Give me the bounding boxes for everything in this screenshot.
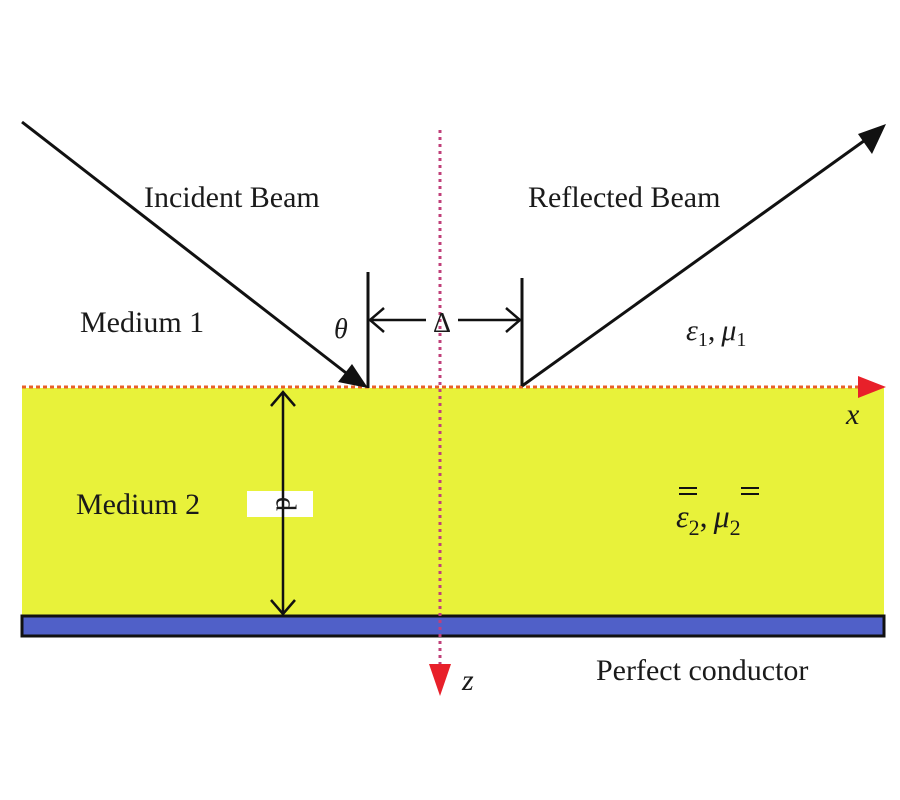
reflected-beam-arrow: [521, 136, 869, 388]
theta-label: θ: [334, 314, 348, 345]
medium2-slab: [22, 388, 884, 616]
medium1-label: Medium 1: [80, 306, 204, 339]
z-axis-label: z: [461, 664, 474, 697]
medium2-label: Medium 2: [76, 488, 200, 521]
shift-arrowhead-right: [505, 307, 522, 333]
svg-text:ε2,μ2: ε2,μ2: [676, 498, 741, 540]
x-axis-arrowhead: [858, 376, 886, 398]
medium1-parameters: ε1,μ1: [686, 314, 746, 351]
perfect-conductor-layer: [20, 614, 886, 638]
medium2-parameters: ε2,μ2: [676, 487, 759, 540]
thickness-arrowhead-top: [270, 390, 296, 407]
thickness-arrowhead-bottom: [270, 599, 296, 616]
x-axis-label: x: [845, 398, 860, 431]
thickness-label-box: [247, 491, 313, 517]
incident-beam-arrow: [21, 120, 351, 378]
delta-label: Δ: [433, 308, 451, 339]
perfect-conductor-label: Perfect conductor: [596, 654, 808, 687]
svg-text:ε1,μ1: ε1,μ1: [686, 314, 746, 351]
shift-arrowhead-left: [368, 307, 385, 333]
thickness-label: d: [270, 497, 301, 511]
reflected-beam-arrowhead: [858, 124, 886, 154]
reflected-beam-label: Reflected Beam: [528, 181, 720, 214]
incident-beam-arrowhead: [338, 364, 368, 388]
z-axis-arrowhead: [429, 664, 451, 696]
incident-beam-label: Incident Beam: [144, 181, 320, 214]
